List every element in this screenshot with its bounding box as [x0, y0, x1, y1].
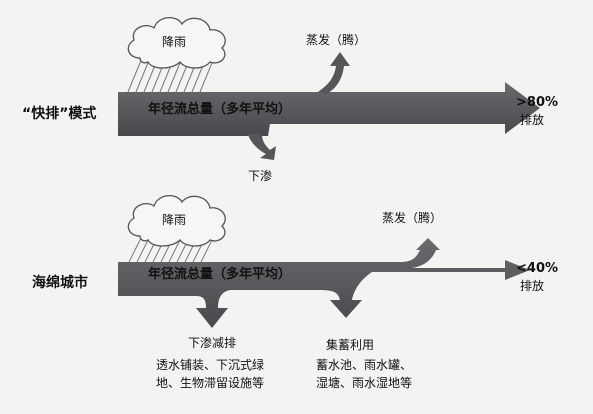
bottom-storage-note-line-2: 湿塘、雨水湿地等 [316, 376, 413, 390]
bottom-discharge-percent: <40% [516, 261, 559, 276]
bottom-storage-note-line-1: 蓄水池、雨水罐、 [316, 358, 413, 372]
bottom-rain-label: 降雨 [162, 213, 187, 227]
bottom-evaporation-label: 蒸发（腾） [382, 211, 443, 225]
top-discharge-percent: >80% [516, 95, 559, 110]
top-main-flow-arrow [118, 82, 540, 136]
top-cloud-icon [127, 17, 226, 69]
bottom-mode-label: 海绵城市 [32, 275, 88, 291]
bottom-infiltration-note-line-2: 地、生物滞留设施等 [156, 376, 265, 390]
top-infiltration-label: 下渗 [248, 169, 273, 183]
top-evaporation-label: 蒸发（腾） [306, 33, 367, 47]
bottom-discharge-label: 排放 [520, 279, 545, 293]
bottom-band-label: 年径流总量（多年平均） [148, 267, 292, 282]
top-discharge-label: 排放 [520, 113, 545, 127]
bottom-infiltration-note-line-1: 透水铺装、下沉式绿 [156, 358, 265, 372]
top-rain-label: 降雨 [162, 35, 187, 49]
bottom-cloud-icon [127, 195, 226, 247]
top-mode-label: “快排”模式 [22, 106, 97, 122]
top-evaporation-arrow [318, 52, 350, 94]
bottom-storage-title: 集蓄利用 [326, 338, 375, 352]
top-band-label: 年径流总量（多年平均） [148, 102, 292, 117]
top-infiltration-arrow [248, 134, 276, 160]
bottom-infiltration-title: 下渗减排 [188, 336, 237, 350]
bottom-main-flow [118, 238, 530, 328]
